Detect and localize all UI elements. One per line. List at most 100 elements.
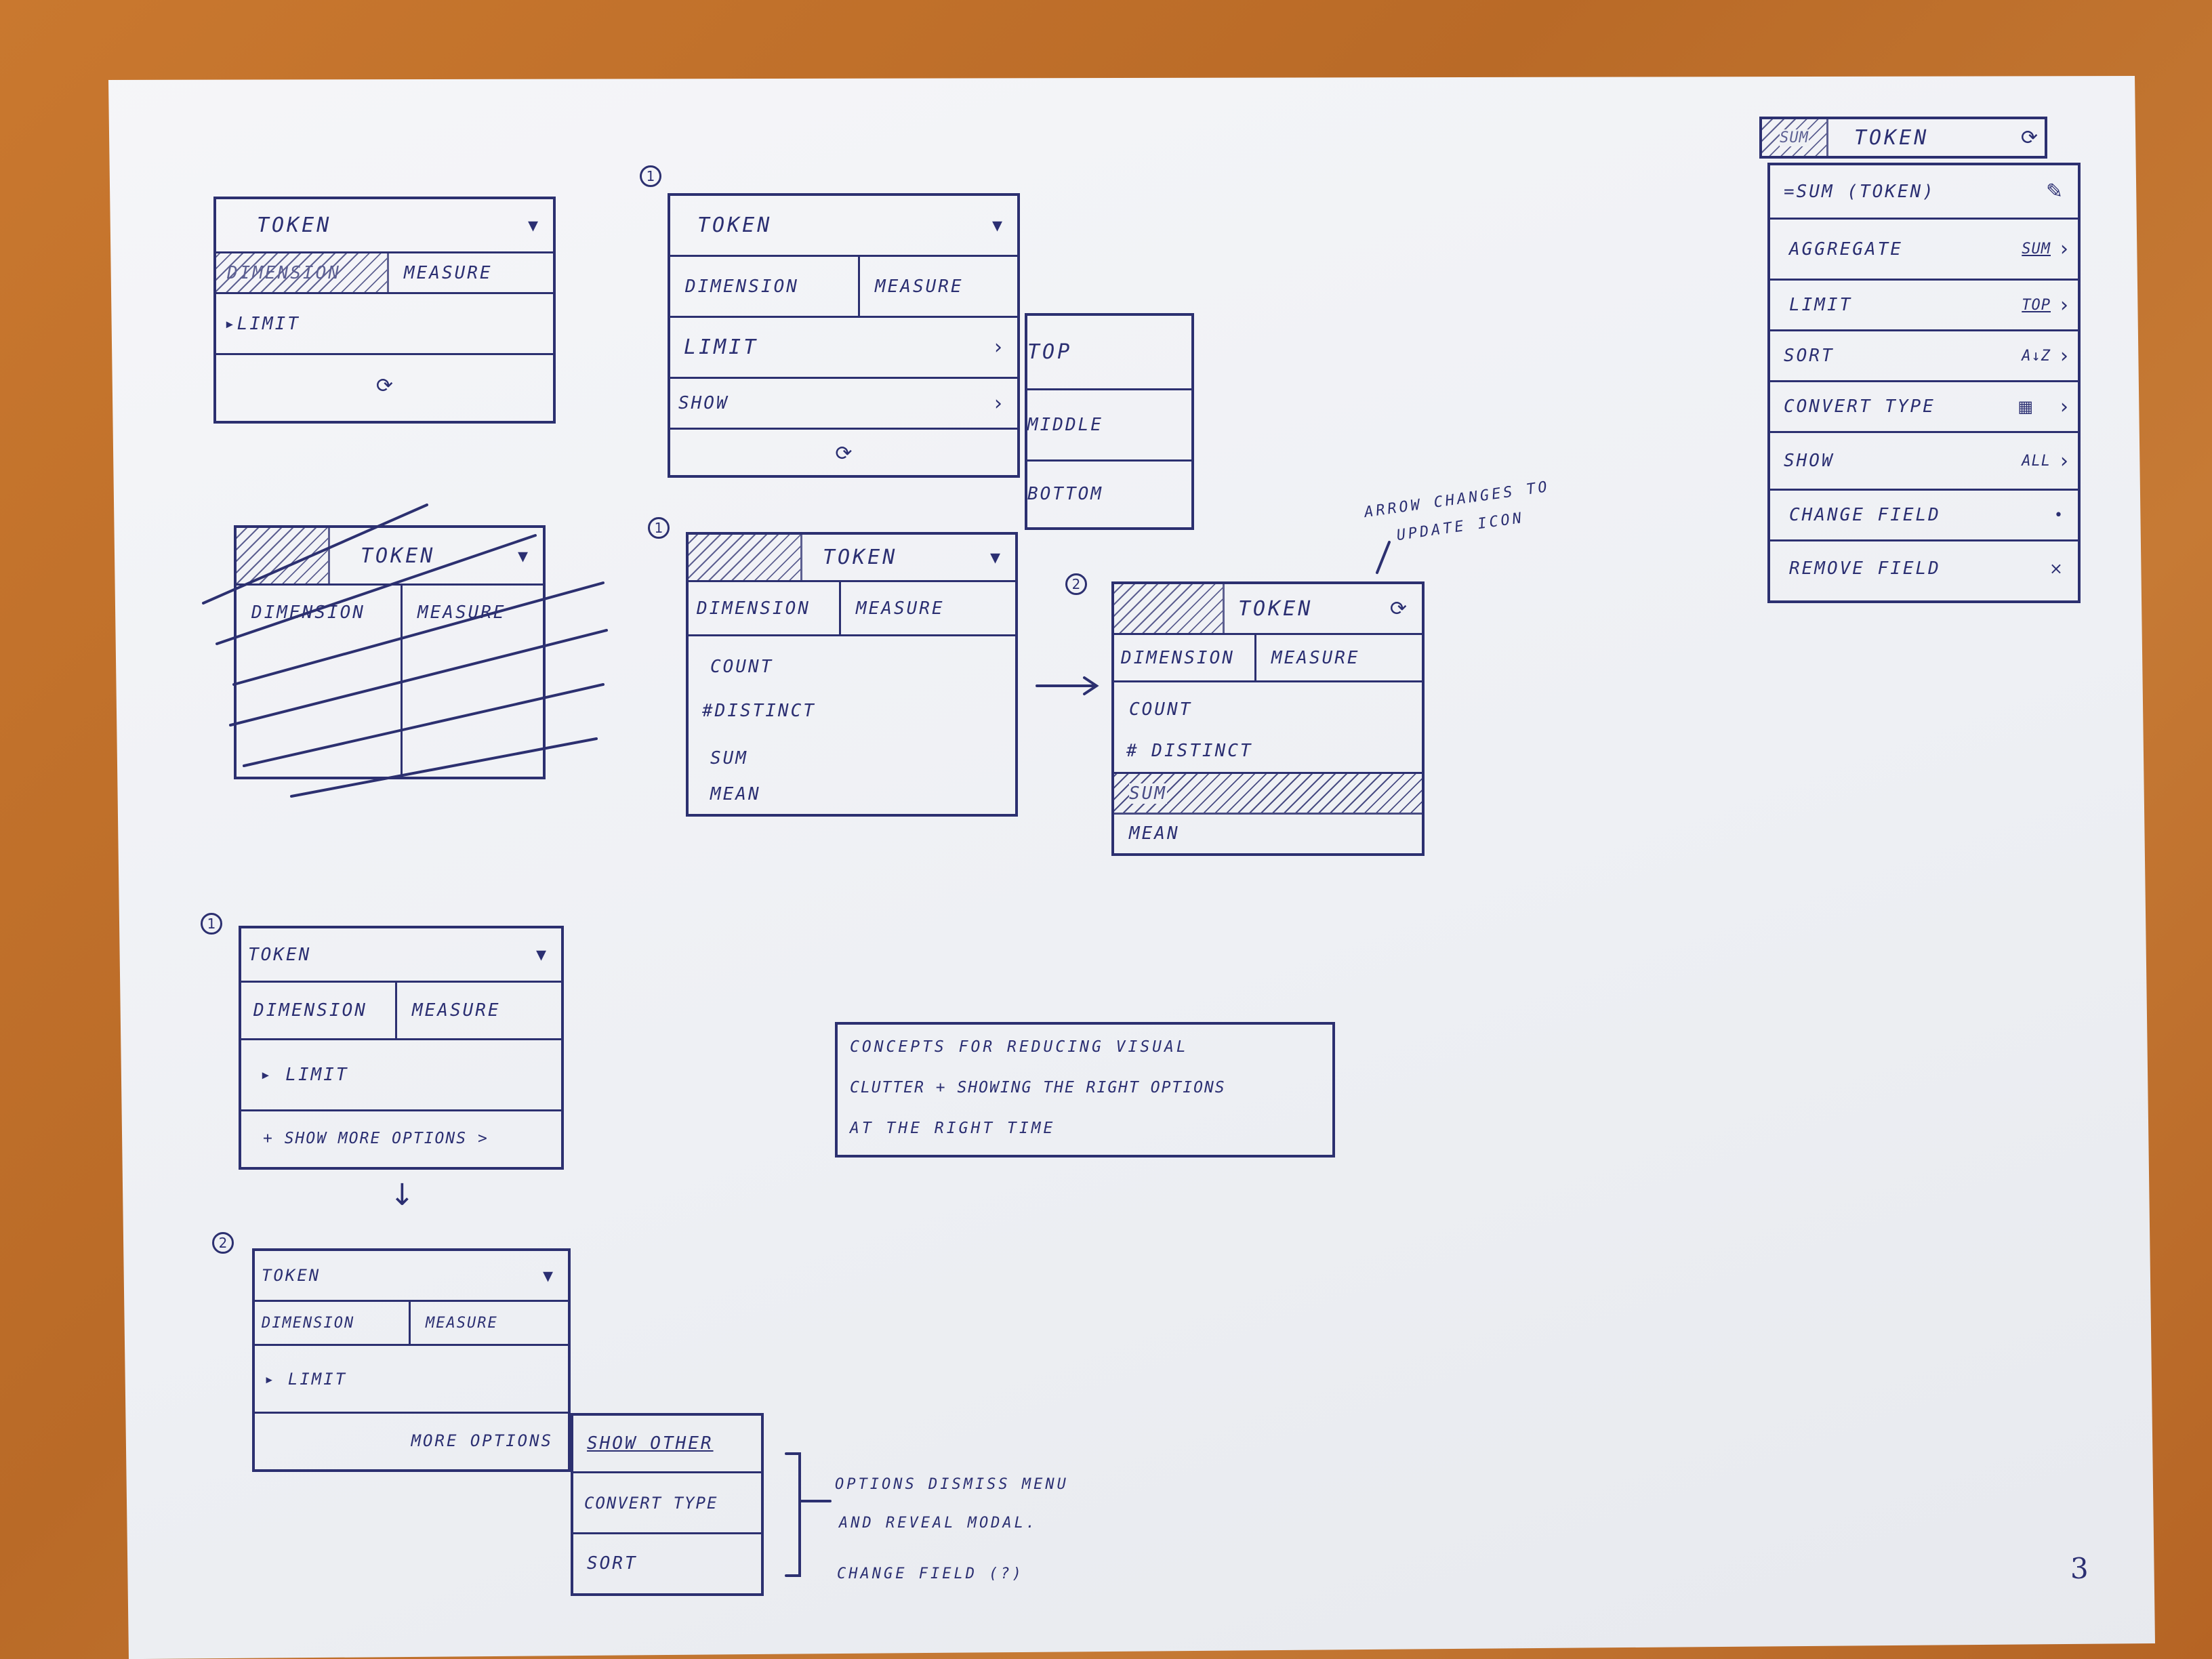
menu-item-value: ALL xyxy=(2022,452,2051,470)
refresh-icon[interactable]: ⟳ xyxy=(2020,125,2038,150)
formula-row[interactable]: =SUM (TOKEN) ✎ xyxy=(1770,165,2078,220)
tab-measure-label: MEASURE xyxy=(417,602,506,623)
tab-dimension[interactable]: DIMENSION xyxy=(241,983,397,1038)
tab-dimension-label: DIMENSION xyxy=(697,598,811,619)
field-title: TOKEN xyxy=(248,944,312,965)
field-header[interactable]: TOKEN ▾ xyxy=(255,1251,568,1302)
tab-dimension[interactable]: DIMENSION xyxy=(670,257,860,316)
tab-bar: DIMENSION MEASURE xyxy=(670,257,1017,318)
dropdown-arrow-icon[interactable]: ▾ xyxy=(991,213,1002,237)
tab-measure-label: MEASURE xyxy=(404,262,493,283)
menu-item-sort[interactable]: SORT A↓Z › xyxy=(1770,331,2078,382)
menu-item-remove-field[interactable]: REMOVE FIELD × xyxy=(1770,541,2078,596)
submenu-item-convert-type[interactable]: CONVERT TYPE xyxy=(573,1473,761,1534)
tab-bar: DIMENSION MEASURE xyxy=(689,582,1015,636)
menu-item-value: A↓Z xyxy=(2022,347,2051,365)
tab-measure[interactable]: MEASURE xyxy=(841,582,945,634)
chevron-right-icon: › xyxy=(994,391,1002,415)
pencil-icon[interactable]: ✎ xyxy=(2045,180,2063,203)
step-number-badge: 1 xyxy=(648,517,670,539)
refresh-icon[interactable]: ⟳ xyxy=(375,373,394,398)
show-more-options-row[interactable]: + SHOW MORE OPTIONS > xyxy=(241,1111,561,1166)
tab-measure[interactable]: MEASURE xyxy=(397,983,501,1038)
limit-label: ▸ LIMIT xyxy=(264,1369,348,1389)
menu-item-show[interactable]: SHOW ALL › xyxy=(1770,433,2078,491)
aggregate-option-label: COUNT xyxy=(710,657,774,677)
tab-measure[interactable]: MEASURE xyxy=(389,253,493,292)
field-title: TOKEN xyxy=(1854,125,1929,150)
menu-item-label: CONVERT TYPE xyxy=(1784,396,1936,417)
sketch-show-more-options: TOKEN ▾ DIMENSION MEASURE ▸ LIMIT + SHOW… xyxy=(239,926,564,1170)
field-header[interactable]: TOKEN ⟳ xyxy=(1114,584,1422,635)
tab-dimension[interactable]: DIMENSION xyxy=(216,253,389,292)
menu-item-label: SHOW xyxy=(1784,451,1835,471)
dropdown-arrow-icon[interactable]: ▾ xyxy=(989,546,1000,569)
tab-measure[interactable]: MEASURE xyxy=(411,1302,498,1344)
limit-label: LIMIT xyxy=(684,335,759,359)
limit-row[interactable]: ▸ LIMIT xyxy=(241,1040,561,1111)
sketch-more-options-menu: TOKEN ▾ DIMENSION MEASURE ▸ LIMIT MORE O… xyxy=(252,1248,571,1472)
list-item[interactable]: #DISTINCT xyxy=(689,691,1015,731)
submenu-item-label: SHOW OTHER xyxy=(587,1433,714,1454)
pill-header[interactable]: SUM TOKEN ⟳ xyxy=(1759,117,2047,159)
list-item[interactable]: # DISTINCT xyxy=(1114,730,1422,774)
limit-label: ▸ LIMIT xyxy=(260,1065,349,1085)
more-options-row[interactable]: MORE OPTIONS xyxy=(255,1414,568,1468)
annotation-note: OPTIONS DISMISS MENU xyxy=(835,1476,1069,1493)
menu-item-label: AGGREGATE xyxy=(1789,239,1903,260)
list-item-selected[interactable]: SUM xyxy=(1114,774,1422,815)
field-header[interactable]: TOKEN ▾ xyxy=(689,535,1015,582)
field-title: TOKEN xyxy=(697,213,773,237)
dropdown-arrow-icon[interactable]: ▾ xyxy=(527,213,538,237)
tab-measure[interactable]: MEASURE xyxy=(1256,635,1360,680)
tab-measure-label: MEASURE xyxy=(1271,647,1360,668)
dropdown-arrow-icon[interactable]: ▾ xyxy=(542,1263,553,1288)
step-number-badge: 1 xyxy=(640,165,661,187)
refresh-icon[interactable]: ⟳ xyxy=(835,441,853,466)
tab-bar: DIMENSION MEASURE xyxy=(216,253,553,294)
menu-item-label: REMOVE FIELD xyxy=(1789,558,1941,579)
refresh-row[interactable]: ⟳ xyxy=(216,355,553,416)
menu-item-convert-type[interactable]: CONVERT TYPE ▦ › xyxy=(1770,382,2078,433)
submenu-item-show-other[interactable]: SHOW OTHER xyxy=(573,1416,761,1473)
refresh-row[interactable]: ⟳ xyxy=(670,430,1017,477)
field-title: TOKEN xyxy=(257,213,332,237)
menu-item-label: LIMIT xyxy=(1789,295,1853,315)
refresh-icon[interactable]: ⟳ xyxy=(1389,596,1407,621)
tab-measure-label: MEASURE xyxy=(856,598,945,619)
field-title: TOKEN xyxy=(361,544,436,568)
show-row[interactable]: SHOW › xyxy=(670,379,1017,430)
tab-measure[interactable]: MEASURE xyxy=(860,257,964,316)
aggregate-option-label: SUM xyxy=(710,748,748,769)
limit-row[interactable]: LIMIT › xyxy=(670,318,1017,379)
hatched-type-swatch xyxy=(689,535,802,580)
list-item[interactable]: SUM xyxy=(689,738,1015,779)
tab-dimension[interactable]: DIMENSION xyxy=(689,582,841,634)
dropdown-arrow-icon[interactable]: ▾ xyxy=(517,544,528,568)
tab-dimension[interactable]: DIMENSION xyxy=(1114,635,1256,680)
submenu-item-middle[interactable]: MIDDLE xyxy=(1027,390,1191,462)
menu-item-change-field[interactable]: CHANGE FIELD • xyxy=(1770,491,2078,541)
tab-dimension[interactable]: DIMENSION xyxy=(255,1302,411,1344)
field-header[interactable]: TOKEN ▾ xyxy=(216,199,553,253)
close-icon[interactable]: × xyxy=(2049,559,2063,578)
list-item[interactable]: COUNT xyxy=(689,647,1015,687)
limit-row[interactable]: ▸LIMIT xyxy=(216,294,553,355)
list-item[interactable]: COUNT xyxy=(1114,689,1422,730)
field-header[interactable]: TOKEN ▾ xyxy=(670,196,1017,257)
bullet-icon: • xyxy=(2054,506,2063,524)
page-number: 3 xyxy=(2070,1552,2091,1585)
menu-item-limit[interactable]: LIMIT TOP › xyxy=(1770,281,2078,331)
tab-dimension-label: DIMENSION xyxy=(253,1000,367,1021)
limit-row[interactable]: ▸ LIMIT xyxy=(255,1346,568,1414)
submenu-item-bottom[interactable]: BOTTOM xyxy=(1027,462,1191,526)
list-item[interactable]: MEAN xyxy=(689,775,1015,813)
submenu-item-top[interactable]: TOP xyxy=(1027,316,1191,390)
submenu-item-sort[interactable]: SORT xyxy=(573,1534,761,1592)
step-number-badge: 2 xyxy=(212,1232,234,1254)
field-header[interactable]: TOKEN ▾ xyxy=(241,928,561,983)
dropdown-arrow-icon[interactable]: ▾ xyxy=(535,943,546,966)
tab-measure[interactable]: MEASURE xyxy=(403,586,506,775)
list-item[interactable]: MEAN xyxy=(1114,815,1422,852)
menu-item-aggregate[interactable]: AGGREGATE SUM › xyxy=(1770,220,2078,281)
